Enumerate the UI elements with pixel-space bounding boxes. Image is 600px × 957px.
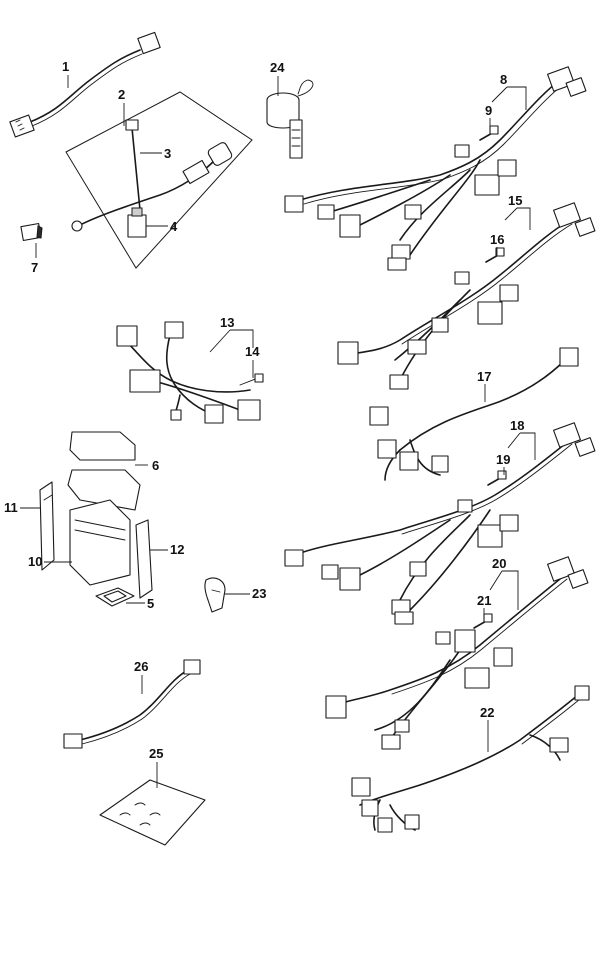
part-2-kit-box (65, 91, 253, 269)
callout-2: 2 (118, 87, 125, 102)
part-11-bracket (39, 481, 55, 571)
callout-6: 6 (152, 458, 159, 473)
callout-26: 26 (134, 659, 148, 674)
part-13-harness (116, 321, 261, 424)
part-23-clamp (204, 577, 226, 613)
callout-14: 14 (245, 344, 260, 359)
part-3-cable-tie (125, 119, 141, 211)
part-25-bag (99, 779, 206, 846)
callout-10: 10 (28, 554, 42, 569)
callout-4: 4 (170, 219, 178, 234)
part-12-bracket (135, 519, 153, 599)
part-7-plug (20, 222, 43, 242)
part-6-bracket (67, 431, 141, 511)
part-16-pin (485, 247, 505, 263)
part-20-harness (325, 556, 589, 750)
part-1-harness (9, 31, 161, 138)
part-18-harness (284, 422, 596, 625)
part-19-pin (487, 470, 507, 486)
callout-12: 12 (170, 542, 184, 557)
callout-25: 25 (149, 746, 163, 761)
callout-22: 22 (480, 705, 494, 720)
callout-21: 21 (477, 593, 491, 608)
leader-lines (20, 75, 536, 788)
part-5-gasket (95, 587, 135, 607)
part-14-terminal (239, 373, 264, 386)
part-24-holder (266, 79, 314, 159)
callout-7: 7 (31, 260, 38, 275)
part-10-ecm (69, 499, 131, 586)
part-21-pin (473, 613, 493, 629)
callout-15: 15 (508, 193, 522, 208)
callout-8: 8 (500, 72, 507, 87)
callout-20: 20 (492, 556, 506, 571)
callout-23: 23 (252, 586, 266, 601)
part-26-harness (63, 659, 201, 749)
part-17-harness (369, 347, 579, 481)
part-22-harness (351, 685, 590, 833)
callout-17: 17 (477, 369, 491, 384)
callouts: 1 2 3 4 5 6 7 8 9 10 11 12 13 14 15 16 1… (4, 59, 524, 761)
callout-18: 18 (510, 418, 524, 433)
callout-5: 5 (147, 596, 154, 611)
callout-9: 9 (485, 103, 492, 118)
part-9-pin (479, 125, 499, 141)
part-15-harness (337, 202, 596, 390)
callout-3: 3 (164, 146, 171, 161)
part-4-clip (127, 207, 147, 238)
callout-19: 19 (496, 452, 510, 467)
part-8-main-harness (284, 66, 587, 271)
callout-13: 13 (220, 315, 234, 330)
callout-1: 1 (62, 59, 69, 74)
callout-16: 16 (490, 232, 504, 247)
callout-11: 11 (4, 500, 18, 515)
callout-24: 24 (270, 60, 285, 75)
